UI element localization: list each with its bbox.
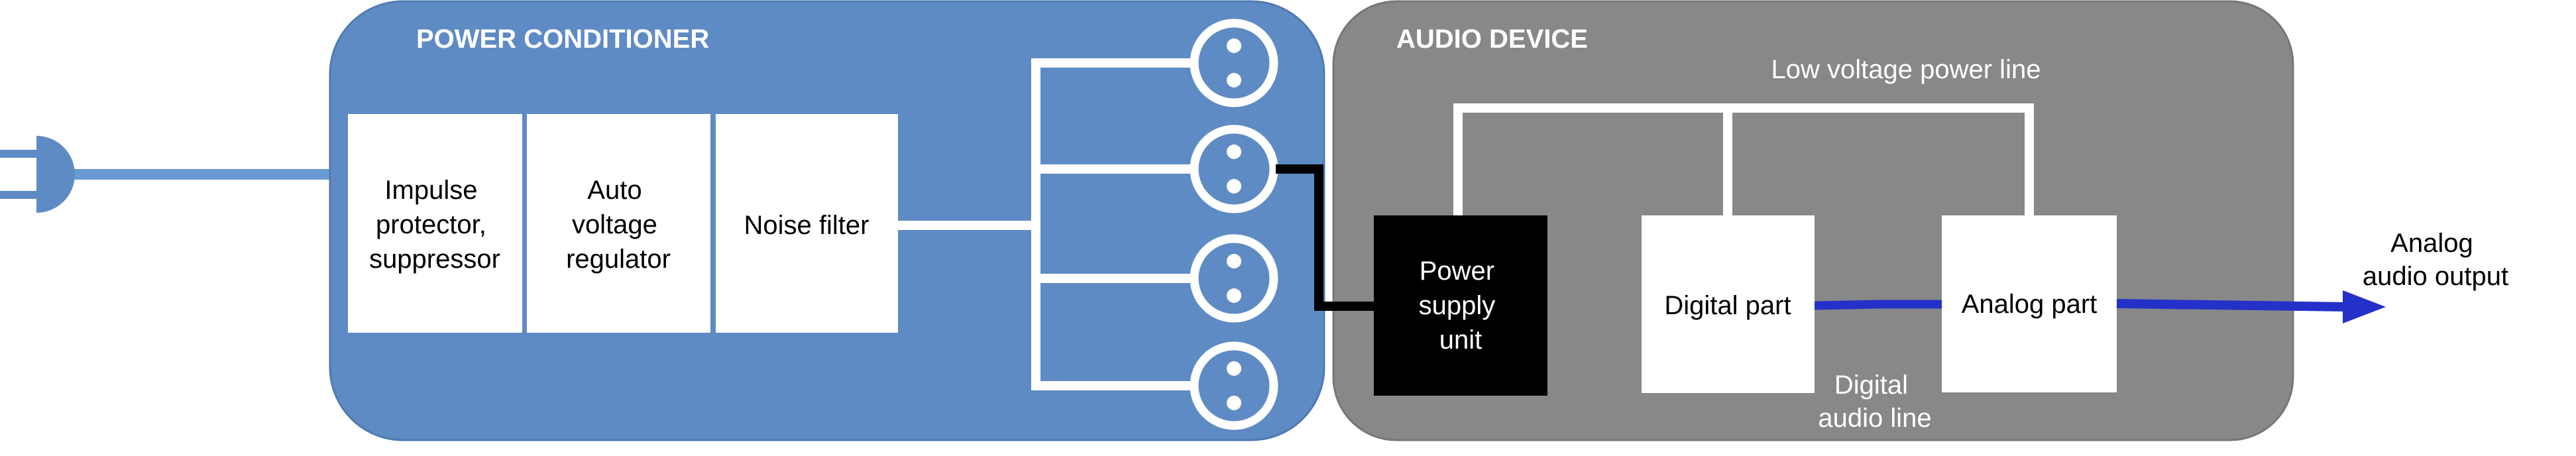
outlet-bus [893,58,1201,390]
audio-device-title: AUDIO DEVICE [1396,25,1588,54]
voltage-regulator-line-3: regulator [566,245,671,274]
voltage-regulator-block [527,114,710,333]
outlet-hole-top [1227,361,1241,376]
analog-output-label-1: Analog [2390,229,2473,258]
outlet-hole-bottom [1227,73,1241,87]
digital-audio-line-label-1: Digital [1834,370,1908,400]
noise-filter-label: Noise filter [744,211,869,240]
outlet-4 [1190,341,1278,430]
power-supply-unit-block [1374,215,1547,396]
mains-plug [0,136,331,213]
voltage-regulator-line-2: voltage [572,210,657,239]
voltage-regulator-label: Auto voltage regulator [566,176,671,274]
outlet-hole-bottom [1227,179,1241,194]
outlet-hole-bottom [1227,396,1241,410]
outlet-socket-icon [1190,19,1278,107]
outlet-1 [1190,19,1278,107]
analog-part-block [1942,215,2117,392]
digital-audio-line [1814,300,1942,310]
psu-line-3: unit [1439,325,1483,355]
plug-prong-top [0,150,38,158]
digital-audio-line-label-2: audio line [1818,404,1931,433]
impulse-protector-block [348,114,522,333]
psu-line-1: Power [1420,256,1494,286]
impulse-protector-line-1: Impulse [384,176,477,205]
digital-part-block [1642,215,1815,393]
voltage-regulator-line-1: Auto [587,176,642,205]
analog-audio-output-label: Analog audio output [2363,229,2508,291]
impulse-protector-line-2: protector, [376,210,486,239]
low-voltage-power-line [1453,103,2034,220]
impulse-protector-line-3: suppressor [369,245,500,274]
outlet-socket-icon [1190,234,1278,323]
analog-output-line [2116,299,2347,312]
low-voltage-power-line-label: Low voltage power line [1771,55,2041,84]
outlet-3 [1190,234,1278,323]
plug-prong-bottom [0,191,38,199]
noise-filter-block [716,114,898,333]
outlet-socket-icon [1190,341,1278,430]
outlet-hole-bottom [1227,288,1241,303]
plug-icon [36,136,75,213]
psu-line-2: supply [1419,291,1496,320]
impulse-protector-label: Impulse protector, suppressor [369,176,500,274]
outlet-hole-top [1227,144,1241,159]
digital-part-label: Digital part [1664,291,1791,320]
analog-output-label-2: audio output [2363,262,2508,291]
outlet-hole-top [1227,254,1241,268]
power-conditioner-title: POWER CONDITIONER [416,25,709,54]
outlet-2 [1190,125,1278,213]
power-supply-unit-label: Power supply unit [1419,256,1503,355]
digital-audio-line-label: Digital audio line [1818,370,1931,433]
outlet-hole-top [1227,38,1241,53]
analog-part-label: Analog part [1962,290,2098,319]
outlet-socket-icon [1190,125,1278,213]
psu-power-cable [1276,164,1374,311]
analog-output-arrowhead [2343,290,2386,323]
